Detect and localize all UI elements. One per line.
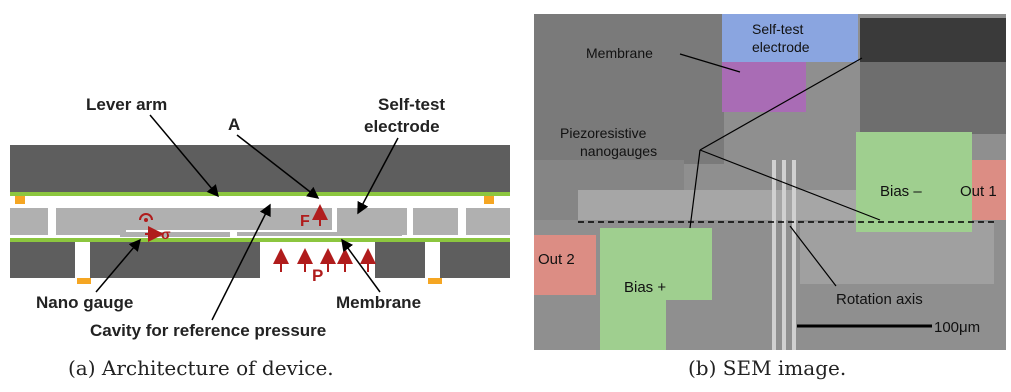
top-bond-layer bbox=[10, 192, 510, 196]
mems-layer bbox=[10, 208, 48, 235]
figure: P F σ Lever arm A Self-test electrode Na… bbox=[10, 14, 1006, 350]
via bbox=[425, 242, 440, 278]
b-label-membrane: Membrane bbox=[586, 45, 653, 61]
bottom-bond-layer bbox=[10, 238, 510, 242]
out2-region bbox=[534, 235, 596, 295]
sem-flexure bbox=[772, 160, 776, 350]
b-label-rotation-axis: Rotation axis bbox=[836, 291, 923, 308]
panel-b-sem-image: Self-test electrode Membrane Piezoresist… bbox=[534, 14, 1006, 350]
b-label-bias-minus: Bias – bbox=[880, 183, 922, 200]
mems-layer bbox=[56, 208, 126, 235]
out1-region bbox=[972, 160, 1006, 220]
membrane-region bbox=[722, 62, 806, 112]
via bbox=[75, 242, 90, 278]
leader-lines-a bbox=[95, 114, 399, 321]
b-label-bias-plus: Bias + bbox=[624, 279, 666, 296]
label-cavity: Cavity for reference pressure bbox=[90, 321, 326, 340]
pad bbox=[484, 196, 494, 204]
rotation-symbol bbox=[139, 213, 153, 221]
b-label-piezo-2: nanogauges bbox=[580, 143, 657, 159]
stress-label: σ bbox=[161, 226, 171, 242]
mems-layer bbox=[413, 208, 458, 235]
sem-frame-region bbox=[534, 14, 724, 164]
pressure-label: P bbox=[312, 266, 323, 285]
self-test-electrode-block bbox=[337, 208, 407, 235]
substrate bbox=[10, 242, 260, 278]
sem-flexure bbox=[782, 160, 786, 350]
label-nano-gauge: Nano gauge bbox=[36, 293, 133, 312]
label-self-test-1: Self-test bbox=[378, 95, 445, 114]
leader-lines-b bbox=[679, 53, 881, 287]
rotation-center bbox=[144, 218, 148, 222]
sem-flexure bbox=[792, 160, 796, 350]
b-label-out2: Out 2 bbox=[538, 251, 575, 268]
b-label-piezo-1: Piezoresistive bbox=[560, 125, 647, 141]
label-lever-arm: Lever arm bbox=[86, 95, 167, 114]
bias-minus-region bbox=[856, 132, 972, 232]
sem-electrode-comb bbox=[860, 18, 1006, 62]
bias-plus-region bbox=[600, 228, 712, 350]
substrate bbox=[375, 242, 510, 278]
membrane-strip bbox=[237, 232, 402, 236]
label-self-test-2: electrode bbox=[364, 117, 440, 136]
pad bbox=[15, 196, 25, 204]
b-label-out1: Out 1 bbox=[960, 183, 997, 200]
nano-gauge-strip bbox=[120, 232, 230, 237]
b-label-self-test-1: Self-test bbox=[752, 21, 803, 37]
pad bbox=[428, 278, 442, 284]
caption-a: (a) Architecture of device. bbox=[68, 356, 334, 380]
force-label: F bbox=[300, 213, 310, 230]
caption-b: (b) SEM image. bbox=[688, 356, 847, 380]
label-a: A bbox=[228, 115, 240, 134]
b-label-self-test-2: electrode bbox=[752, 39, 810, 55]
mems-layer bbox=[466, 208, 510, 235]
pad bbox=[77, 278, 91, 284]
sem-beam bbox=[800, 222, 994, 284]
label-membrane: Membrane bbox=[336, 293, 421, 312]
self-test-electrode-region bbox=[722, 14, 858, 62]
sem-frame-region bbox=[860, 62, 1006, 134]
panel-a-diagram: P F σ Lever arm A Self-test electrode Na… bbox=[10, 95, 510, 340]
b-label-scale: 100μm bbox=[934, 319, 980, 336]
lever-arm bbox=[122, 208, 332, 230]
pressure-arrows bbox=[273, 248, 376, 272]
